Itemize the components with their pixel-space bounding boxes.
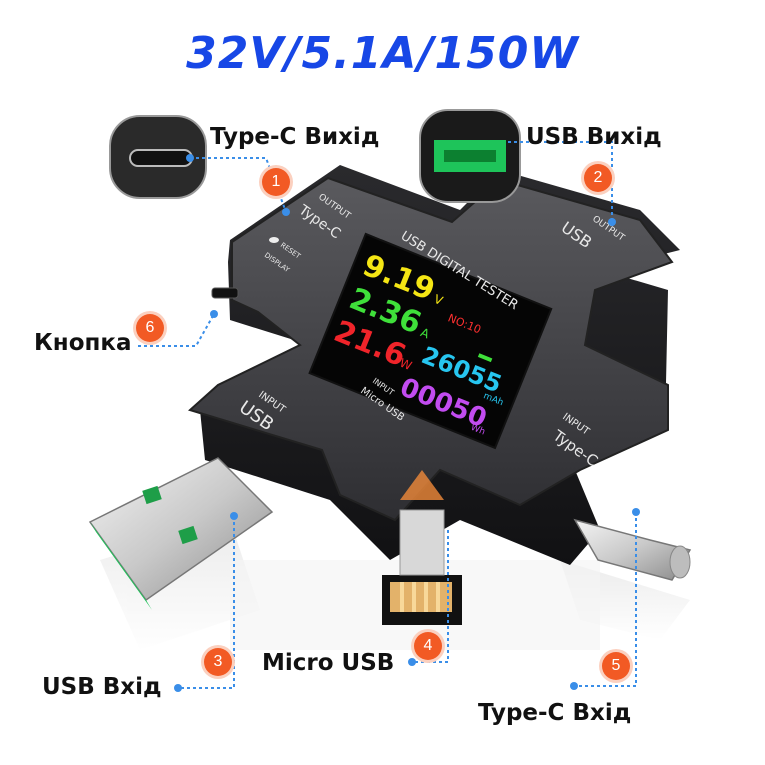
callout-dots: [174, 154, 640, 692]
typec-plug: [573, 518, 692, 581]
callout-badge-1: 1: [262, 168, 290, 196]
callout-label-typec-input: Type-C Вхід: [478, 700, 632, 726]
callout-label-usb-output: USB Вихід: [526, 124, 662, 150]
callout-badge-5: 5: [602, 652, 630, 680]
callout-label-typec-output: Type-C Вихід: [210, 124, 380, 150]
usb-output-inset: [419, 109, 521, 203]
callout-badge-6: 6: [136, 314, 164, 342]
callout-badge-4: 4: [414, 632, 442, 660]
side-button: [211, 287, 239, 299]
typec-output-inset: [109, 115, 207, 199]
callout-label-micro-usb: Micro USB: [262, 650, 395, 676]
callout-badge-3: 3: [204, 648, 232, 676]
callout-badge-2: 2: [584, 164, 612, 192]
screen: 9.19 V 2.36 A NO:10 21.6 W 26055 mAh 000…: [308, 232, 553, 450]
callout-label-button: Кнопка: [34, 330, 132, 356]
reflection: [100, 520, 690, 650]
headline: 32V/5.1A/150W: [186, 28, 579, 79]
screen-power-unit: W: [398, 356, 414, 373]
usb-a-plug: [88, 457, 274, 610]
callout-label-usb-input: USB Вхід: [42, 674, 162, 700]
